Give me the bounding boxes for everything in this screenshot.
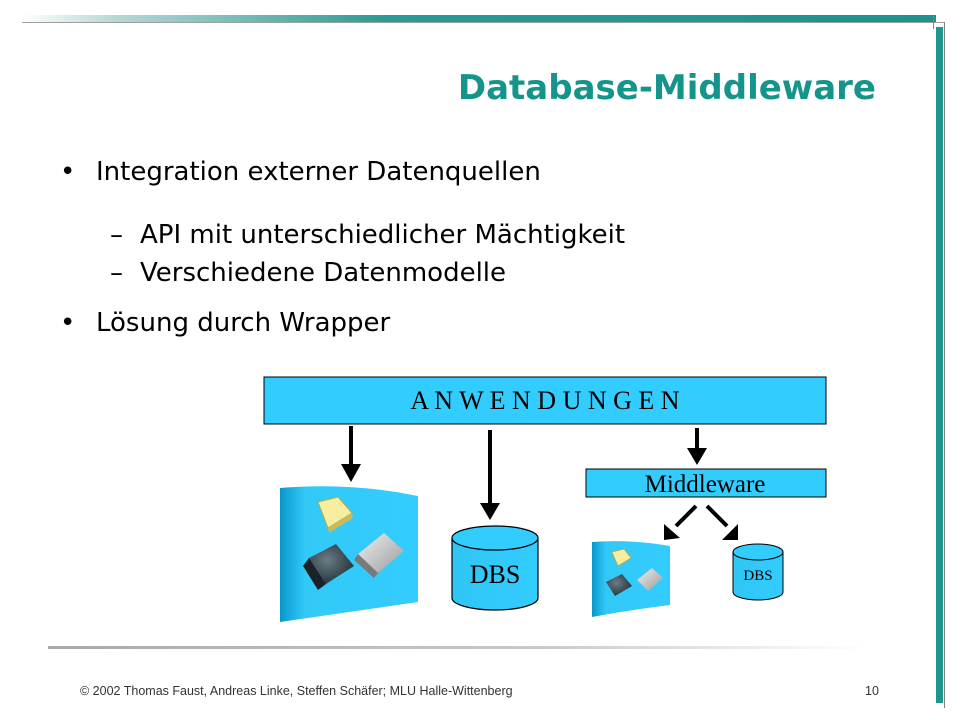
- bullet-text: Lösung durch Wrapper: [96, 308, 391, 338]
- arrow-to-dbs: [480, 430, 500, 520]
- corner-line: [933, 15, 934, 29]
- right-thin-line: [944, 22, 945, 708]
- arrow-middleware-to-dbs: [705, 504, 738, 540]
- bullet-dot: •: [60, 308, 76, 338]
- dbs-cylinder-large: DBS: [451, 525, 539, 611]
- file-system-icon: [280, 486, 418, 622]
- applications-bar: A N W E N D U N G E N: [263, 376, 827, 425]
- dbs-cylinder-small: DBS: [732, 543, 784, 601]
- dash: –: [110, 220, 123, 250]
- bullet-text: Integration externer Datenquellen: [96, 157, 541, 187]
- slide-title: Database-Middleware: [457, 68, 876, 108]
- middleware-label: Middleware: [645, 471, 766, 498]
- sub-text: Verschiedene Datenmodelle: [140, 258, 507, 288]
- middleware-box: Middleware: [585, 468, 827, 498]
- dbs-large-label: DBS: [470, 560, 521, 589]
- bullet-dot: •: [60, 157, 76, 187]
- footer-divider: [48, 646, 868, 649]
- arrow-middleware-to-filesystem: [664, 504, 698, 540]
- arrow-to-middleware: [687, 428, 707, 465]
- dash: –: [110, 258, 123, 288]
- file-system-icon-small: [592, 541, 670, 617]
- right-accent-bar: [936, 27, 943, 703]
- sub-text: API mit unterschiedlicher Mächtigkeit: [140, 220, 626, 250]
- arrow-to-filesystem: [341, 426, 361, 482]
- top-accent-bar: [22, 15, 936, 22]
- page-number: 10: [865, 684, 879, 698]
- dbs-small-label: DBS: [743, 568, 772, 584]
- top-thin-line: [22, 22, 944, 23]
- applications-label: A N W E N D U N G E N: [410, 386, 679, 415]
- footer-copyright: © 2002 Thomas Faust, Andreas Linke, Stef…: [80, 684, 513, 698]
